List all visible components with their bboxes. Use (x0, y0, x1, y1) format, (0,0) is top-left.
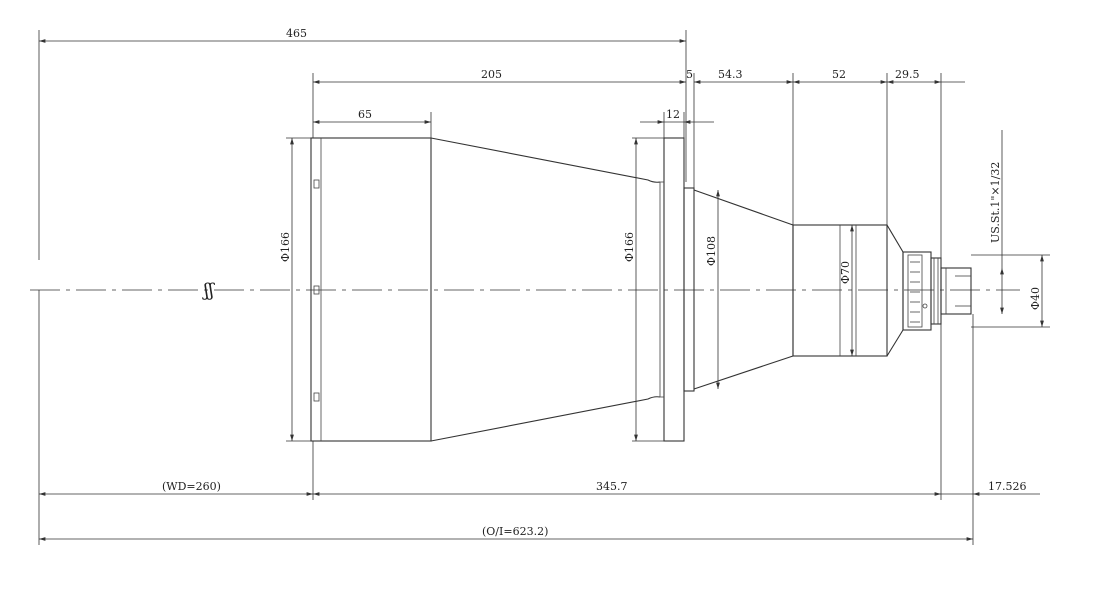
front-cylinder (310, 137, 432, 442)
c-mount-thread (930, 257, 942, 325)
dim-label-29-5: 29.5 (895, 68, 920, 81)
dim-label-dia-front: Φ166 (279, 232, 292, 262)
dim-label-dia-flange: Φ166 (623, 232, 636, 262)
lens-body (310, 137, 972, 442)
focus-ring (902, 251, 932, 331)
dim-label-465: 465 (286, 27, 307, 40)
axis-break-symbol: ʃʃ (202, 280, 215, 301)
flange (663, 137, 685, 442)
dim-label-345-7: 345.7 (596, 480, 628, 493)
diameter-dimensions: Φ166 Φ166 Φ108 Φ70 Φ40 US.St.1"×1/32 (279, 130, 1050, 442)
dim-label-oi: (O/I=623.2) (482, 525, 548, 538)
dim-label-65: 65 (358, 108, 372, 121)
rear-section-108 (683, 187, 695, 392)
bottom-dimensions: (WD=260) 345.7 17.526 (O/I=623.2) (38, 290, 1040, 545)
dim-label-17-526: 17.526 (988, 480, 1027, 493)
dim-label-5: 5 (686, 68, 693, 81)
dim-label-dia-70: Φ70 (839, 261, 852, 284)
top-dimensions: 465 205 65 5 54.3 52 29.5 12 (38, 27, 965, 260)
mount-barrel (940, 267, 972, 315)
dim-label-52: 52 (832, 68, 846, 81)
rear-taper (693, 189, 794, 390)
dim-label-54-3: 54.3 (718, 68, 743, 81)
dim-label-12: 12 (666, 108, 680, 121)
dim-label-wd: (WD=260) (162, 480, 221, 493)
dim-label-205: 205 (481, 68, 502, 81)
dim-label-dia-108: Φ108 (705, 236, 718, 266)
mount-taper (886, 224, 904, 357)
dim-label-thread: US.St.1"×1/32 (989, 162, 1002, 243)
dim-label-dia-40: Φ40 (1029, 287, 1042, 310)
front-taper (430, 137, 661, 442)
